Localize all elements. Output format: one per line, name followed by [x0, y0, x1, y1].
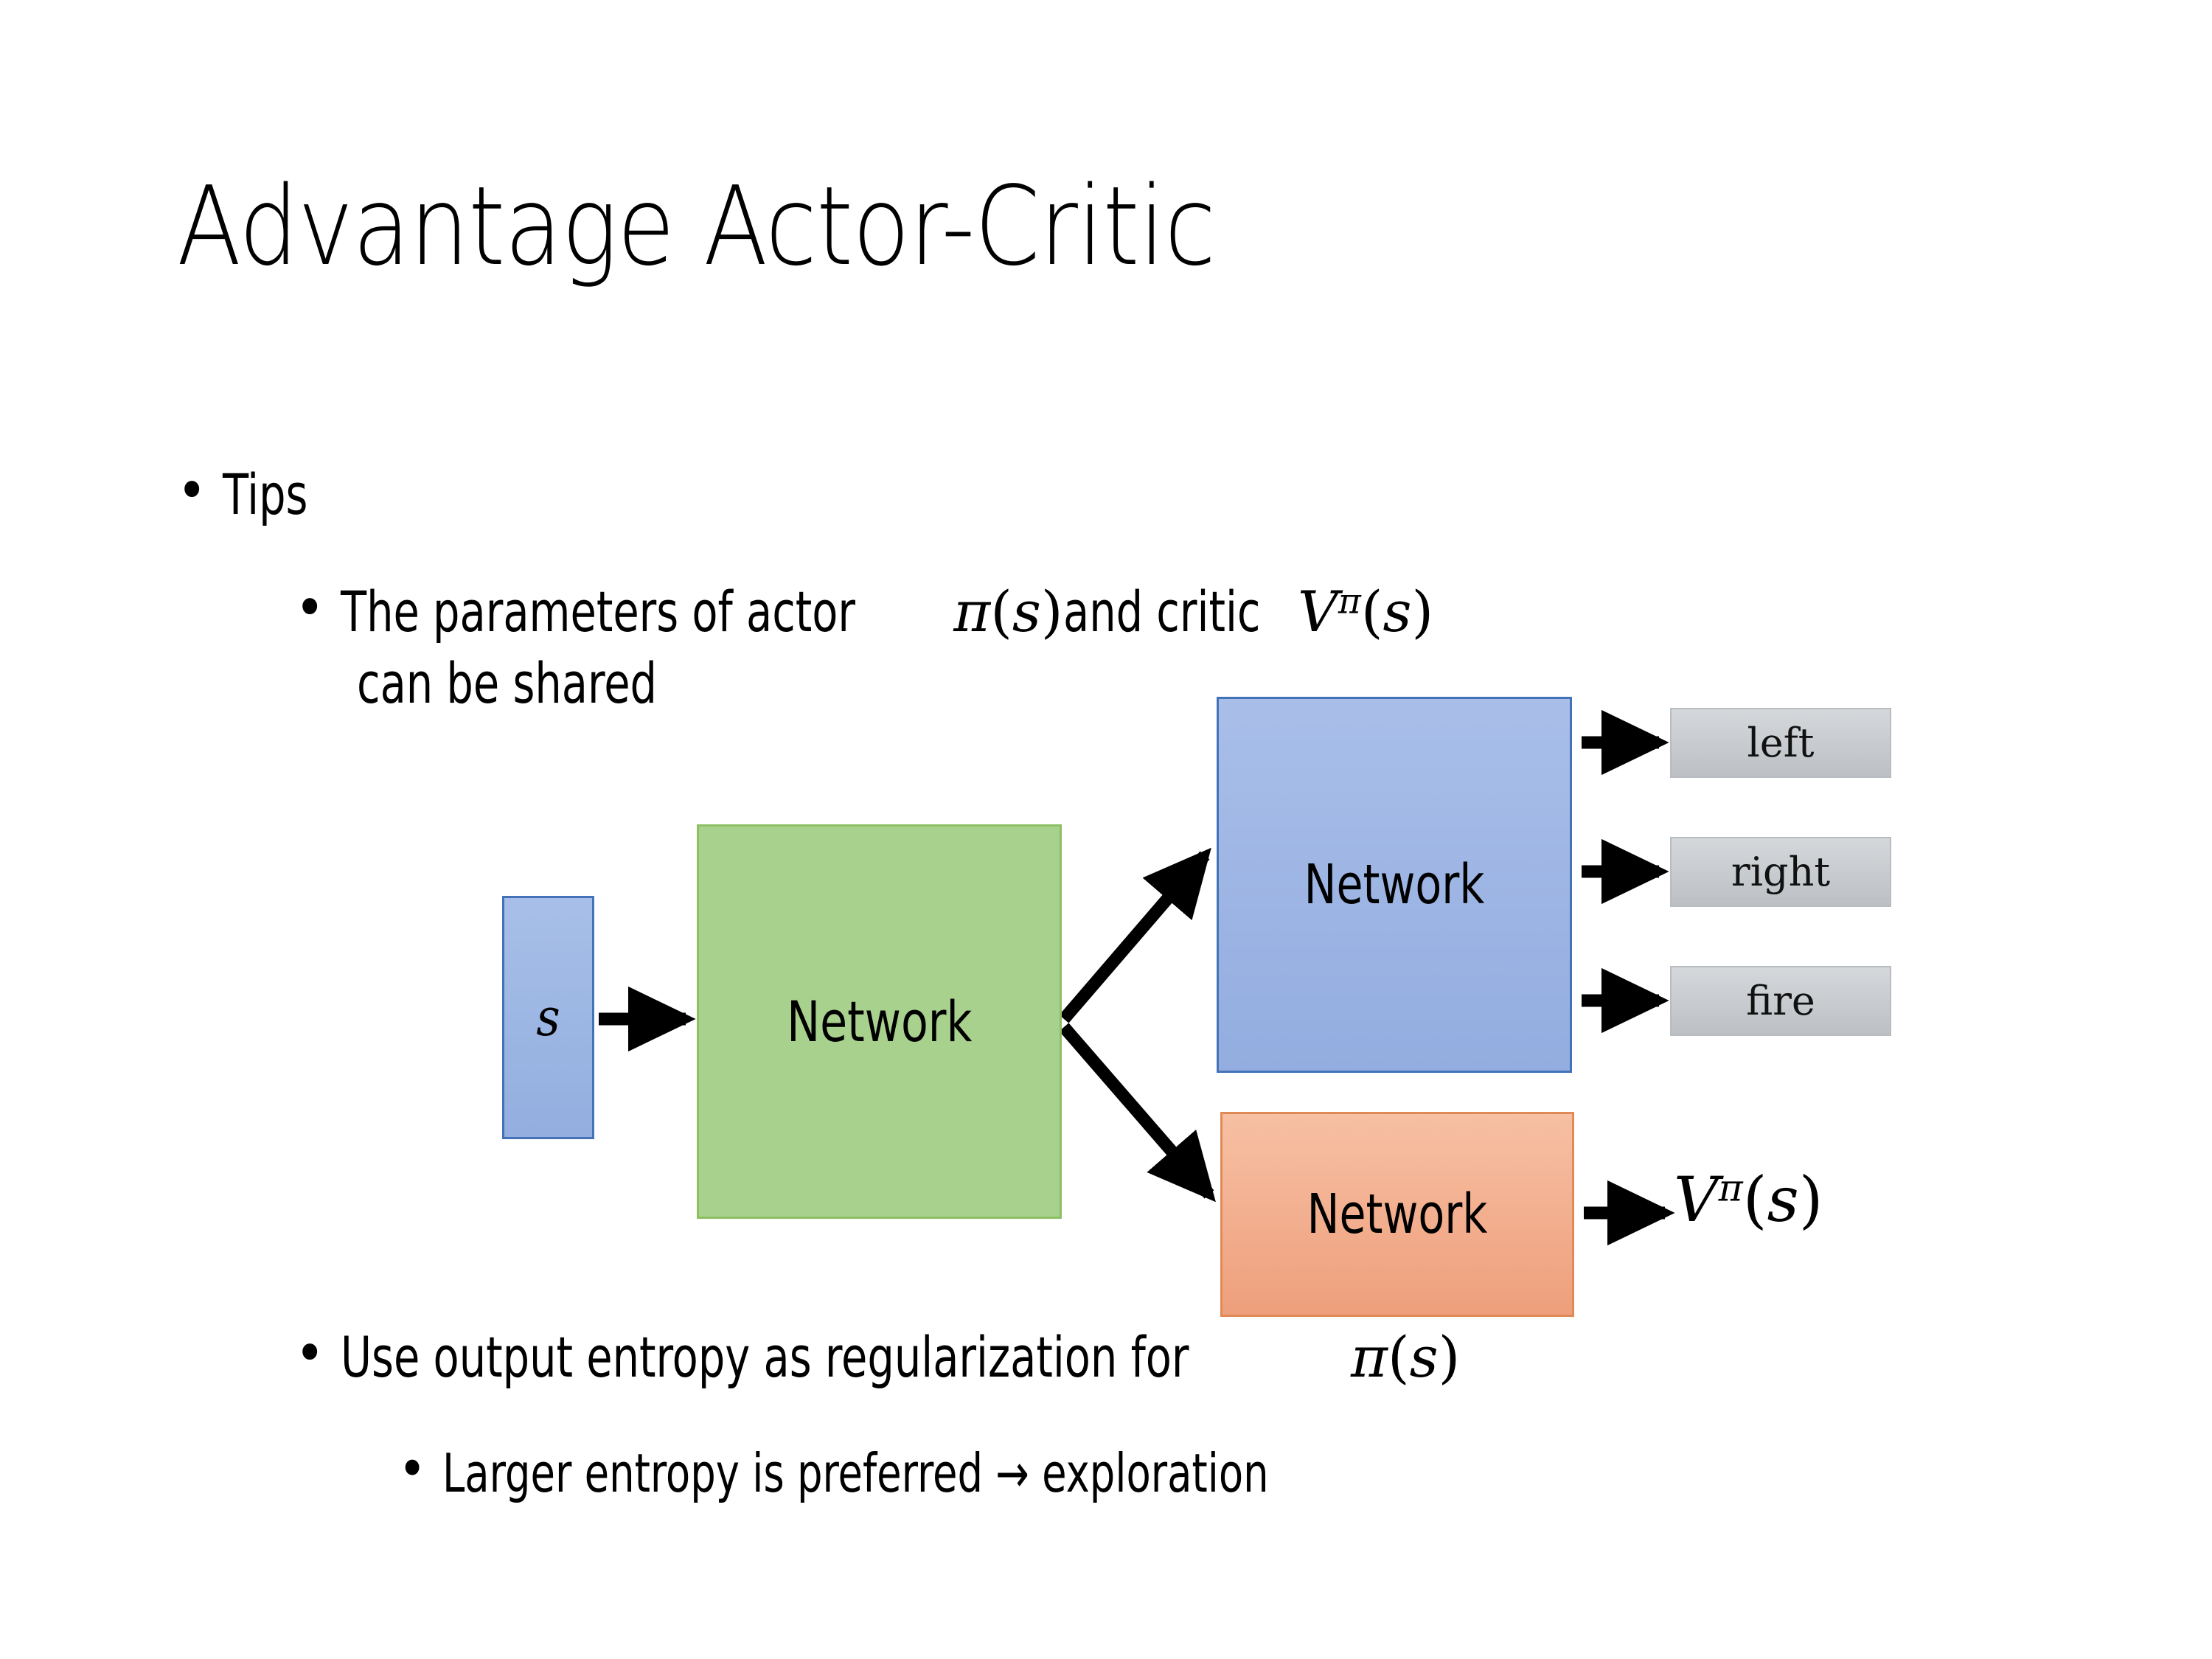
value-function-output-label: Vπ(s)	[1674, 1164, 1823, 1236]
paren-open: (	[1387, 1324, 1410, 1391]
shared-network-node: Network	[697, 824, 1062, 1219]
arrow-shared-to-actor	[1059, 847, 1211, 1023]
page-title: Advantage Actor-Critic	[177, 163, 1216, 290]
arrow-shared-to-critic	[1059, 1023, 1216, 1203]
v-symbol: V	[1298, 579, 1338, 645]
critic-network-label: Network	[1307, 1183, 1488, 1246]
bullet-params-text: The parameters of actor	[341, 579, 856, 645]
math-entropy-pi: π(s)	[1351, 1324, 1460, 1390]
pi-symbol: π	[953, 579, 991, 645]
bullet-parameters-shared: •The parameters of actor π(s) and critic…	[295, 571, 2065, 720]
s-symbol: s	[1409, 1324, 1439, 1391]
bullet-marker: •	[177, 457, 207, 523]
bullet-marker: •	[398, 1438, 427, 1500]
math-critic-v-pi: Vπ(s)	[1298, 579, 1433, 644]
paren-close: )	[1798, 1164, 1823, 1236]
input-state-node: s	[502, 896, 594, 1139]
bullet-entropy-text: Use output entropy as regularization for	[341, 1324, 1189, 1391]
s-symbol: s	[1012, 579, 1041, 645]
paren-close: )	[1040, 579, 1063, 645]
math-actor-pi: π(s)	[953, 579, 1062, 644]
bullet-tips-label: Tips	[223, 462, 308, 528]
critic-network-node: Network	[1220, 1112, 1574, 1317]
s-symbol: s	[1767, 1164, 1799, 1236]
paren-close: )	[1438, 1324, 1461, 1391]
actor-network-label: Network	[1304, 853, 1485, 917]
action-output-right: right	[1670, 837, 1891, 907]
bullet-larger-label: Larger entropy is preferred → exploratio…	[442, 1441, 1269, 1504]
shared-network-label: Network	[786, 989, 973, 1054]
pi-symbol: π	[1350, 1324, 1388, 1391]
action-output-left: left	[1670, 708, 1891, 778]
pi-superscript: π	[1338, 581, 1361, 622]
bullet-marker: •	[295, 1320, 325, 1385]
paren-open: (	[1742, 1164, 1767, 1236]
bullet-tips: •Tips	[177, 457, 324, 527]
bullet-params-line2: can be shared	[357, 650, 658, 717]
input-state-label: s	[536, 987, 560, 1048]
bullet-larger-entropy: •Larger entropy is preferred → explorati…	[398, 1438, 1426, 1504]
pi-superscript: π	[1718, 1166, 1743, 1210]
action-output-fire: fire	[1670, 966, 1891, 1036]
bullet-output-entropy: •Use output entropy as regularization fo…	[295, 1320, 1460, 1390]
paren-open: (	[1360, 579, 1383, 645]
action-label: right	[1731, 849, 1831, 895]
bullet-marker: •	[295, 574, 325, 640]
actor-network-node: Network	[1217, 697, 1572, 1073]
bullet-params-text-between: and critic	[1062, 579, 1261, 645]
paren-close: )	[1411, 579, 1434, 645]
action-label: left	[1747, 720, 1815, 766]
paren-open: (	[990, 579, 1012, 645]
v-symbol: V	[1674, 1164, 1719, 1236]
action-label: fire	[1746, 978, 1815, 1024]
s-symbol: s	[1382, 579, 1412, 645]
